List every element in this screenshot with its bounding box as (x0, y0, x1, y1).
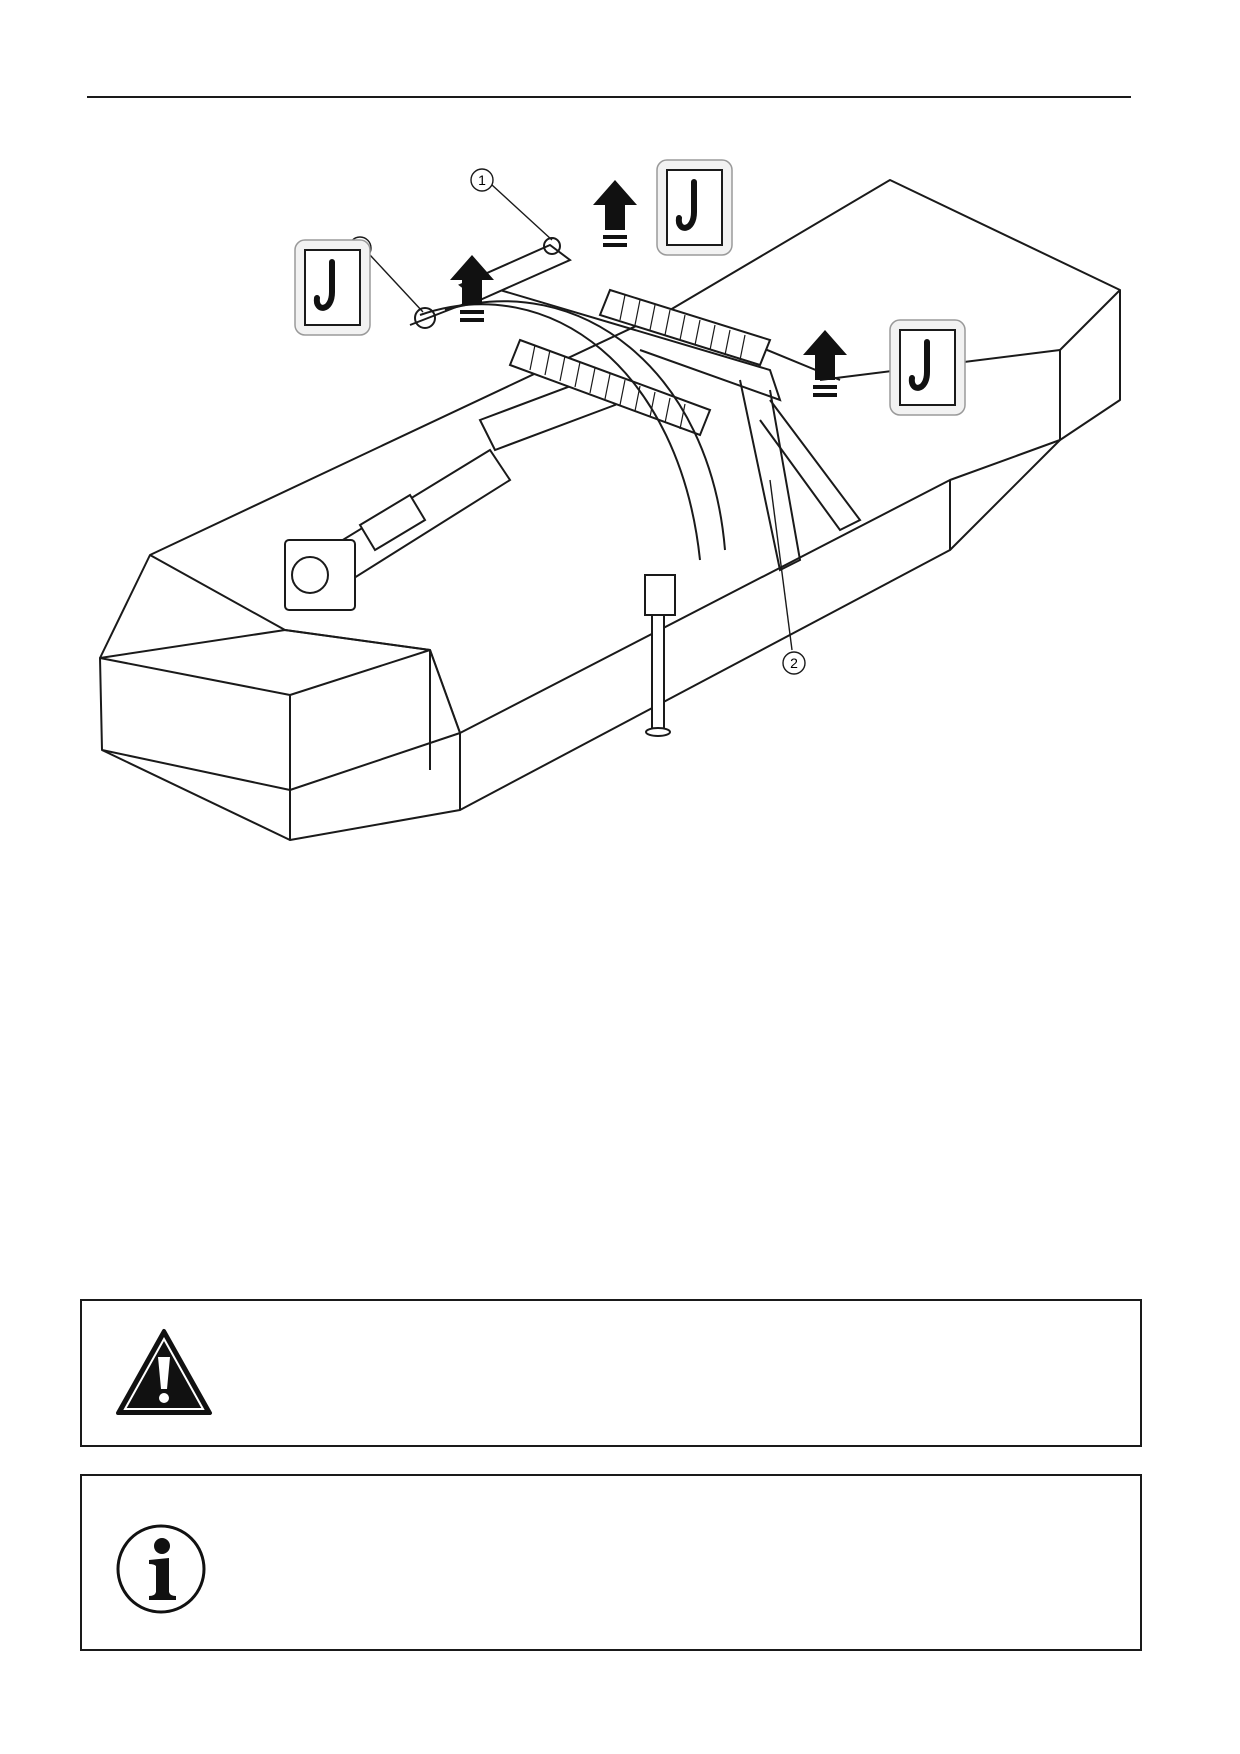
information-icon (116, 1524, 206, 1614)
lifting-hook-sign-icon (656, 159, 733, 256)
parking-stand (644, 574, 676, 737)
lift-up-arrow-icon (450, 255, 494, 322)
warning-triangle-icon (116, 1329, 212, 1415)
mower-body (99, 179, 1121, 841)
machine-drawing: 1 1 2 (99, 159, 1121, 841)
warning-notice (80, 1299, 1142, 1447)
information-notice (80, 1474, 1142, 1651)
lift-up-arrow-icon (803, 330, 847, 397)
machine-lifting-figure: 1 1 2 (80, 150, 1140, 910)
svg-text:2: 2 (790, 655, 798, 671)
callout-leaders (369, 184, 793, 651)
header-rule (87, 96, 1131, 98)
lifting-hook-sign-icon (889, 319, 966, 416)
lifting-hook-sign-icon (294, 239, 371, 336)
svg-text:1: 1 (478, 172, 486, 188)
callout-1-top: 1 (470, 168, 494, 192)
lift-up-arrow-icon (593, 180, 637, 247)
callout-2: 2 (782, 651, 806, 675)
drive-shaft (284, 373, 617, 611)
lift-springs (508, 288, 772, 437)
